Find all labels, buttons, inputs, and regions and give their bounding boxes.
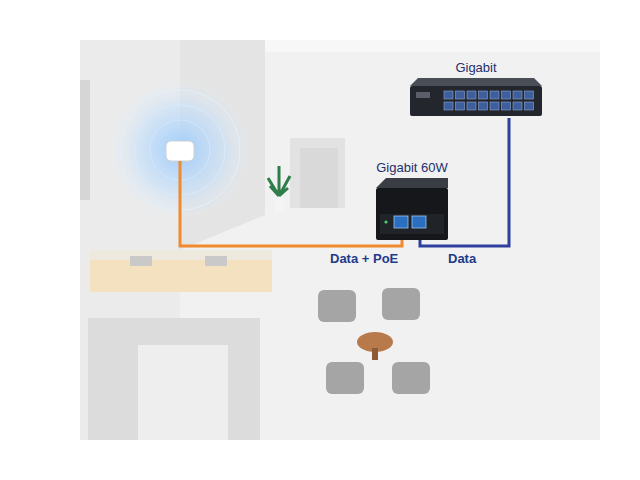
- switch-node: Gigabit: [410, 60, 542, 118]
- counter-top: [90, 250, 272, 260]
- device-label: Gigabit 60W: [374, 160, 450, 178]
- reception-counter: [90, 250, 272, 292]
- potted-plant: [268, 166, 290, 212]
- cable-label: Data + PoE: [328, 251, 400, 266]
- doorway-inner: [300, 148, 338, 208]
- network-switch: [410, 78, 542, 118]
- cable-label: Data: [446, 251, 478, 266]
- monitor: [205, 256, 227, 266]
- device-label: Gigabit: [453, 60, 498, 78]
- room-floor: [80, 40, 600, 440]
- window-strip: [80, 80, 90, 200]
- poe-cable: [180, 161, 402, 246]
- floor-rug: [88, 318, 260, 440]
- lounge-furniture: [318, 288, 430, 394]
- doorway: [290, 138, 345, 208]
- injector-node: Gigabit 60W: [372, 160, 452, 240]
- floor-rug-inner: [138, 345, 228, 440]
- poe-injector: [372, 178, 452, 240]
- monitor: [130, 256, 152, 266]
